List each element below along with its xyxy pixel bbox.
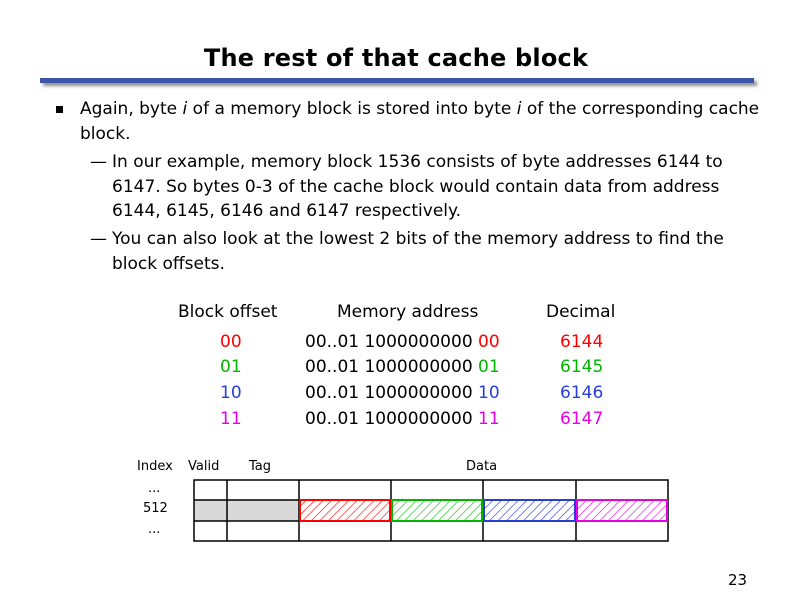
- row-memory-address: 00..01 1000000000 01: [305, 355, 500, 379]
- address-prefix: 00..01 1000000000: [305, 357, 479, 377]
- cache-label-index: Index: [137, 459, 173, 474]
- row-decimal: 6147: [560, 409, 604, 429]
- header-memory-address: Memory address: [337, 302, 479, 322]
- data-byte-3: [576, 499, 668, 522]
- bullet-italic-i-2: i: [516, 99, 522, 119]
- sub-bullet-dash: —: [90, 229, 107, 249]
- row-offset: 11: [220, 409, 242, 429]
- cache-label-data: Data: [466, 459, 498, 474]
- row-offset: 10: [220, 383, 242, 403]
- bullet-italic-i: i: [182, 99, 188, 119]
- address-suffix: 11: [478, 409, 500, 429]
- row-memory-address: 00..01 1000000000 11: [305, 407, 500, 431]
- cache-row-index-ellipsis: ...: [148, 522, 161, 537]
- cache-label-valid: Valid: [188, 459, 220, 474]
- bullet-text-mid: of a memory block is stored into byte: [187, 99, 517, 119]
- address-suffix: 10: [478, 383, 500, 403]
- tag-cell-highlight: [227, 500, 299, 521]
- row-offset: 01: [220, 357, 242, 377]
- address-suffix: 01: [478, 357, 500, 377]
- address-prefix: 00..01 1000000000: [305, 383, 479, 403]
- data-byte-0: [299, 499, 391, 522]
- bullet-main-text: Again, byte i of a memory block is store…: [80, 97, 760, 146]
- data-byte-2: [483, 499, 576, 522]
- page-number: 23: [728, 571, 748, 589]
- address-prefix: 00..01 1000000000: [305, 409, 479, 429]
- address-prefix: 00..01 1000000000: [305, 332, 479, 352]
- cache-row-index-512: 512: [143, 501, 168, 516]
- bullet-square-icon: [56, 106, 63, 113]
- address-suffix: 00: [478, 332, 500, 352]
- bullet-text-post: of the corresponding cache block.: [80, 99, 760, 144]
- sub-bullet-example: In our example, memory block 1536 consis…: [112, 152, 723, 221]
- header-block-offset: Block offset: [178, 302, 278, 322]
- cache-label-tag: Tag: [249, 459, 272, 474]
- valid-cell-highlight: [194, 500, 227, 521]
- row-decimal: 6144: [560, 332, 604, 352]
- row-decimal: 6146: [560, 383, 604, 403]
- slide-title: The rest of that cache block: [203, 44, 589, 72]
- data-byte-1: [391, 499, 483, 522]
- bullet-text-pre: Again, byte: [80, 99, 183, 119]
- row-decimal: 6145: [560, 357, 604, 377]
- title-underline: [40, 78, 754, 83]
- row-offset: 00: [220, 332, 242, 352]
- sub-bullet-dash: —: [90, 152, 107, 172]
- header-decimal: Decimal: [546, 302, 616, 322]
- cache-row-index-ellipsis: ...: [148, 481, 161, 496]
- sub-bullet-lowest-bits: You can also look at the lowest 2 bits o…: [112, 229, 724, 274]
- row-memory-address: 00..01 1000000000 10: [305, 381, 500, 405]
- row-memory-address: 00..01 1000000000 00: [305, 330, 500, 354]
